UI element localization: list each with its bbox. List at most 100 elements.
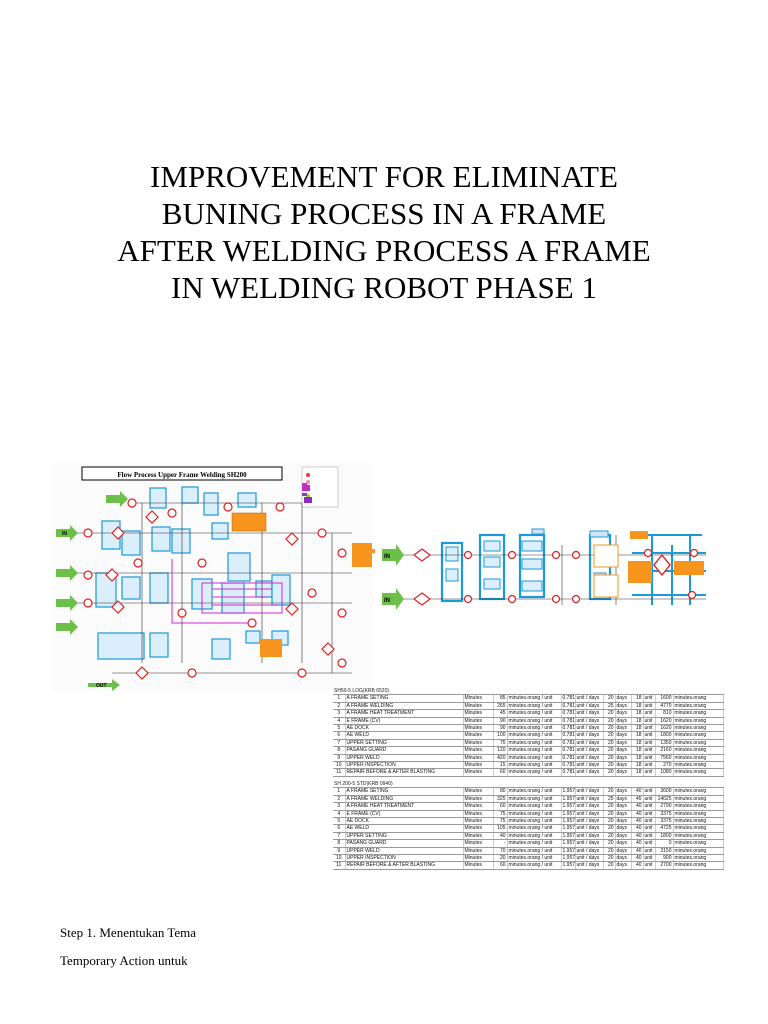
- table-cell: E FRAME (CV): [345, 810, 464, 818]
- table-cell: 18: [631, 724, 644, 733]
- table-cell: days: [615, 739, 632, 748]
- table-cell: unit / days: [575, 839, 604, 848]
- table-cell: days: [615, 810, 632, 818]
- table-cell: unit: [643, 824, 656, 833]
- table-cell: -: [493, 839, 508, 848]
- table-cell: unit: [643, 839, 656, 848]
- table-cell: days: [615, 694, 632, 703]
- table-cell: 20: [603, 817, 616, 826]
- table-cell: 105: [493, 824, 508, 833]
- table-cell: days: [615, 717, 632, 726]
- table-cell: 1.957: [561, 839, 576, 848]
- table-cell: 20: [603, 739, 616, 748]
- table-cell: UPPER WELD: [345, 754, 464, 763]
- table-cell: unit: [643, 724, 656, 733]
- table-cell: minutes.orang / unit: [507, 824, 562, 833]
- table-cell: minutes.orang / unit: [507, 795, 562, 804]
- table-cell: days: [615, 768, 632, 777]
- table-cell: minutes.orang / unit: [507, 739, 562, 748]
- table-cell: 20: [603, 724, 616, 733]
- table-cell: 4: [333, 810, 346, 818]
- table-cell: unit / days: [575, 761, 604, 770]
- table-cell: A FRAME HEAT TREATMENT: [345, 802, 464, 811]
- table-cell: minutes.orang / unit: [507, 768, 562, 777]
- table-cell: minutes.orang / unit: [507, 702, 562, 711]
- table-cell: minutes.orang / unit: [507, 847, 562, 855]
- table-cell: 1.957: [561, 802, 576, 811]
- table-cell: 20: [603, 802, 616, 811]
- table-cell: UPPER WELD: [345, 847, 464, 855]
- table-cell: 10: [333, 761, 346, 770]
- table-cell: unit: [643, 731, 656, 740]
- table-cell: days: [615, 702, 632, 711]
- table-cell: 18: [631, 702, 644, 711]
- table-cell: 20: [493, 854, 508, 863]
- table-cell: Minutes: [463, 854, 494, 863]
- table-cell: 0.781: [561, 746, 576, 755]
- table-cell: 7: [333, 739, 346, 748]
- table-cell: Minutes: [463, 839, 494, 848]
- table-cell: Minutes: [463, 795, 494, 804]
- table-cell: days: [615, 787, 632, 796]
- table-cell: minutes.orang: [673, 754, 724, 763]
- table-cell: 40: [631, 854, 644, 863]
- table-cell: minutes.orang: [673, 832, 724, 841]
- table-cell: 90: [493, 717, 508, 726]
- table-cell: A FRAME SETING: [345, 694, 464, 703]
- table-cell: minutes.orang: [673, 824, 724, 833]
- table-cell: 900: [655, 854, 674, 863]
- table-cell: days: [615, 709, 632, 718]
- table-cell: minutes.orang: [673, 731, 724, 740]
- table-cell: 1.957: [561, 832, 576, 841]
- table-cell: 20: [603, 854, 616, 863]
- table-cell: Minutes: [463, 802, 494, 811]
- table-cell: unit / days: [575, 754, 604, 763]
- table-cell: 420: [493, 754, 508, 763]
- table-cell: minutes.orang: [673, 709, 724, 718]
- table-cell: AE WELD: [345, 731, 464, 740]
- table-cell: Minutes: [463, 731, 494, 740]
- table-cell: days: [615, 839, 632, 848]
- table-cell: unit / days: [575, 702, 604, 711]
- table-cell: 90: [493, 724, 508, 733]
- table-cell: days: [615, 795, 632, 804]
- table-cell: 18: [631, 717, 644, 726]
- table-cell: days: [615, 854, 632, 863]
- table-cell: 7: [333, 832, 346, 841]
- table-cell: 1620: [655, 724, 674, 733]
- table-cell: 3: [333, 709, 346, 718]
- table-cell: unit / days: [575, 817, 604, 826]
- table-cell: 20: [603, 709, 616, 718]
- table-cell: Minutes: [463, 754, 494, 763]
- table-cell: 18: [631, 731, 644, 740]
- table-cell: 0.781: [561, 731, 576, 740]
- table-cell: 18: [631, 761, 644, 770]
- table-cell: UPPER SETTING: [345, 739, 464, 748]
- table-cell: 3375: [655, 817, 674, 826]
- table-cell: 20: [603, 694, 616, 703]
- table-cell: unit: [643, 832, 656, 841]
- table-cell: 20: [603, 746, 616, 755]
- table-cell: days: [615, 802, 632, 811]
- table-cell: unit / days: [575, 739, 604, 748]
- table-cell: days: [615, 746, 632, 755]
- table-cell: 0.781: [561, 724, 576, 733]
- table-cell: days: [615, 847, 632, 855]
- table-cell: minutes.orang: [673, 717, 724, 726]
- table-cell: 6: [333, 824, 346, 833]
- table-cell: 270: [655, 761, 674, 770]
- table-cell: 18: [631, 739, 644, 748]
- table-cell: days: [615, 817, 632, 826]
- table-cell: PASANG GUARD: [345, 839, 464, 848]
- table-cell: 1.957: [561, 795, 576, 804]
- table-cell: unit: [643, 754, 656, 763]
- table-cell: 75: [493, 739, 508, 748]
- table-cell: unit / days: [575, 847, 604, 855]
- table-cell: minutes.orang / unit: [507, 787, 562, 796]
- table-cell: Minutes: [463, 824, 494, 833]
- table-cell: Minutes: [463, 702, 494, 711]
